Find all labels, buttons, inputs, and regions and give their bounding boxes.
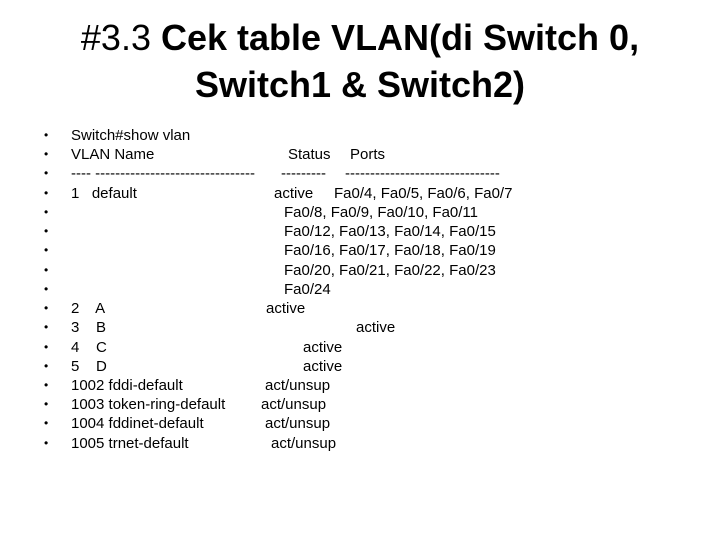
title-line2: Switch1 & Switch2) — [194, 64, 526, 105]
status-text: act/unsup — [265, 377, 331, 394]
bullet-dot: • — [44, 340, 49, 354]
list-item: • Fa0/8, Fa0/9, Fa0/10, Fa0/11 — [0, 203, 720, 222]
bullet-dot: • — [44, 205, 49, 219]
bullet-dot: • — [44, 416, 49, 430]
status-text: act/unsup — [261, 396, 327, 413]
status-text: Status — [288, 146, 331, 163]
line-text: 1002 fddi-default — [71, 377, 183, 394]
ports-text: Ports — [350, 146, 386, 163]
list-item: • 1005 trnet-default act/unsup — [0, 434, 720, 453]
list-item: • 1004 fddinet-default act/unsup — [0, 414, 720, 433]
bullet-dot: • — [44, 243, 49, 257]
line-text: 4 C — [71, 339, 107, 356]
bullet-dot: • — [44, 301, 49, 315]
line-text: 2 A — [71, 300, 106, 317]
status-text: active — [266, 300, 306, 317]
list-item: • 3 B active — [0, 318, 720, 337]
ports-text: Fa0/8, Fa0/9, Fa0/10, Fa0/11 — [284, 204, 479, 221]
list-item: • ---- -------------------------------- … — [0, 164, 720, 183]
ports-text: Fa0/12, Fa0/13, Fa0/14, Fa0/15 — [284, 223, 496, 240]
status-text: active — [303, 358, 343, 375]
slide-title: #3.3 Cek table VLAN(di Switch 0, Switch1… — [0, 14, 720, 108]
list-item: • 1002 fddi-default act/unsup — [0, 376, 720, 395]
bullet-dot: • — [44, 263, 49, 277]
list-item: • 5 D active — [0, 357, 720, 376]
line-text: VLAN Name — [71, 146, 155, 163]
ports-text: ------------------------------- — [345, 165, 500, 182]
bullet-dot: • — [44, 320, 49, 334]
ports-text: Fa0/20, Fa0/21, Fa0/22, Fa0/23 — [284, 262, 496, 279]
status-text: act/unsup — [265, 415, 331, 432]
title-line1: Cek table VLAN(di Switch 0, — [150, 17, 640, 58]
line-text: 1004 fddinet-default — [71, 415, 204, 432]
bullet-dot: • — [44, 436, 49, 450]
bullet-dot: • — [44, 378, 49, 392]
bullet-dot: • — [44, 282, 49, 296]
list-item: • 1003 token-ring-default act/unsup — [0, 395, 720, 414]
status-text: active — [303, 339, 343, 356]
list-item: • Fa0/24 — [0, 280, 720, 299]
bullet-dot: • — [44, 186, 49, 200]
status-text: active — [356, 319, 396, 336]
line-text: 1005 trnet-default — [71, 435, 189, 452]
list-item: • 1 default active Fa0/4, Fa0/5, Fa0/6, … — [0, 184, 720, 203]
ports-text: Fa0/24 — [284, 281, 331, 298]
list-item: • 2 A active — [0, 299, 720, 318]
title-number: #3.3 — [80, 17, 151, 58]
bullet-dot: • — [44, 397, 49, 411]
ports-text: Fa0/4, Fa0/5, Fa0/6, Fa0/7 — [334, 185, 513, 202]
line-text: 3 B — [71, 319, 107, 336]
status-text: active — [274, 185, 314, 202]
line-text: Switch#show vlan — [71, 127, 191, 144]
list-item: • Fa0/20, Fa0/21, Fa0/22, Fa0/23 — [0, 261, 720, 280]
line-text: 1003 token-ring-default — [71, 396, 226, 413]
line-text: 1 default — [71, 185, 137, 202]
bullet-dot: • — [44, 166, 49, 180]
line-text: ---- -------------------------------- — [71, 165, 255, 182]
bullet-dot: • — [44, 147, 49, 161]
list-item: • VLAN Name Status Ports — [0, 145, 720, 164]
list-item: • 4 C active — [0, 338, 720, 357]
bullet-dot: • — [44, 359, 49, 373]
list-item: • Fa0/12, Fa0/13, Fa0/14, Fa0/15 — [0, 222, 720, 241]
list-item: • Fa0/16, Fa0/17, Fa0/18, Fa0/19 — [0, 241, 720, 260]
bullet-dot: • — [44, 224, 49, 238]
list-item: • Switch#show vlan — [0, 126, 720, 145]
bullet-dot: • — [44, 128, 49, 142]
status-text: act/unsup — [271, 435, 337, 452]
line-text: 5 D — [71, 358, 107, 375]
ports-text: Fa0/16, Fa0/17, Fa0/18, Fa0/19 — [284, 242, 496, 259]
status-text: --------- — [281, 165, 326, 182]
